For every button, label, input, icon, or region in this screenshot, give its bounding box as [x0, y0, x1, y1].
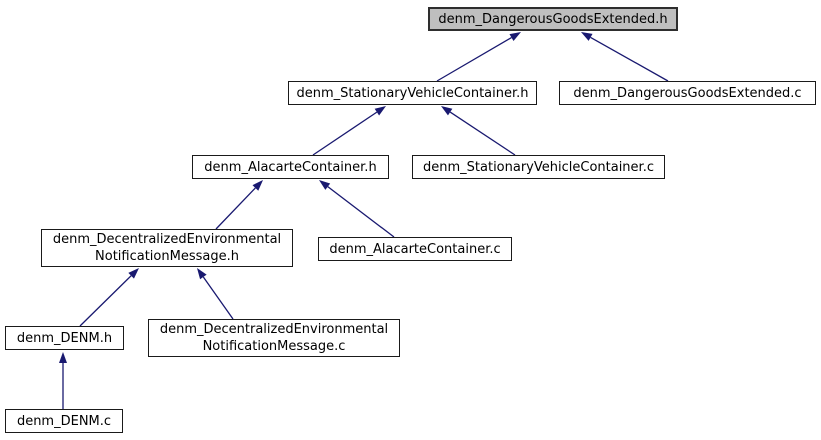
graph-node-denm_AlacarteContainer_c[interactable]: denm_AlacarteContainer.c: [318, 237, 512, 261]
include-edge: [449, 111, 516, 156]
graph-node-denm_DecentralizedEnvironmentalNotificationMessage_h[interactable]: denm_DecentralizedEnvironmental Notifica…: [41, 229, 293, 267]
include-edge: [590, 36, 669, 82]
arrowhead-icon: [441, 106, 453, 116]
include-edge: [79, 275, 132, 327]
arrowhead-icon: [197, 268, 207, 280]
include-edge: [202, 276, 234, 320]
arrowhead-icon: [59, 352, 67, 363]
arrowhead-icon: [581, 32, 593, 41]
arrowhead-icon: [509, 32, 521, 41]
graph-node-denm_DENM_h[interactable]: denm_DENM.h: [5, 326, 124, 350]
include-edge: [327, 186, 395, 238]
graph-node-denm_AlacarteContainer_h[interactable]: denm_AlacarteContainer.h: [192, 155, 389, 179]
include-edge: [436, 36, 512, 82]
arrowhead-icon: [252, 180, 263, 191]
graph-node-denm_StationaryVehicleContainer_h[interactable]: denm_StationaryVehicleContainer.h: [288, 81, 537, 105]
arrowhead-icon: [374, 106, 386, 116]
include-edge: [312, 111, 378, 156]
graph-node-denm_DecentralizedEnvironmentalNotificationMessage_c[interactable]: denm_DecentralizedEnvironmental Notifica…: [148, 319, 400, 357]
arrowhead-icon: [319, 180, 331, 190]
graph-node-denm_DangerousGoodsExtended_c[interactable]: denm_DangerousGoodsExtended.c: [559, 81, 816, 105]
graph-node-denm_StationaryVehicleContainer_c[interactable]: denm_StationaryVehicleContainer.c: [412, 155, 665, 179]
arrowhead-icon: [128, 268, 139, 279]
graph-node-denm_DENM_c[interactable]: denm_DENM.c: [5, 409, 123, 433]
graph-node-denm_DangerousGoodsExtended_h: denm_DangerousGoodsExtended.h: [428, 7, 678, 31]
include-edge: [215, 187, 256, 230]
